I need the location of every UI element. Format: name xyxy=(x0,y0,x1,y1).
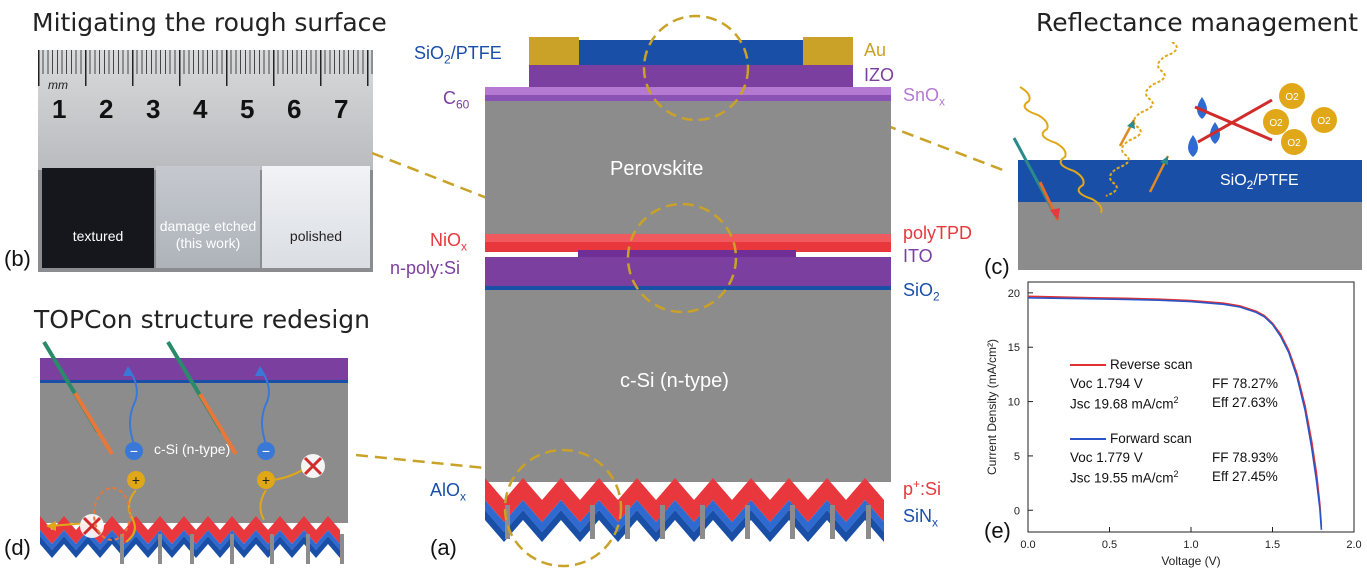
rear-contact-finger xyxy=(625,505,630,539)
panel-label-c: (c) xyxy=(984,254,1010,279)
ruler-numbers: 1 2 3 4 5 6 7 xyxy=(38,94,373,134)
sample-polished xyxy=(262,166,370,268)
electron-minus: − xyxy=(130,443,138,459)
legend-forward-name: Forward scan xyxy=(1110,431,1192,446)
topcon-diagram: − − + + c-Si (n-type) xyxy=(40,340,348,564)
legend-reverse-ff: FF 78.27% xyxy=(1212,376,1279,391)
sample-label-this-work: (this work) xyxy=(175,235,241,251)
rear-contact-finger xyxy=(230,534,234,564)
sample-photo: mm 1 2 3 4 5 6 7 textured damage etched (this … xyxy=(38,50,373,272)
ruler-number: 4 xyxy=(193,94,208,124)
y-tick-label: 10 xyxy=(1008,397,1020,409)
legend-forward-ff: FF 78.93% xyxy=(1212,450,1279,465)
rear-contact-finger xyxy=(190,534,194,564)
label-sio2: SiO2 xyxy=(903,280,940,304)
legend-swatch-forward xyxy=(1070,438,1106,440)
sample-textured xyxy=(42,168,154,268)
y-tick-label: 15 xyxy=(1008,342,1020,354)
reflectance-diagram: O2 O2 O2 O2 xyxy=(1012,42,1362,270)
label-alox: AlOx xyxy=(430,480,467,504)
layer-csi: c-Si (n-type) xyxy=(620,370,729,392)
blocked-x-icon xyxy=(80,514,104,538)
rear-contact-finger xyxy=(745,505,750,539)
x-tick-label: 1.5 xyxy=(1265,539,1280,551)
x-axis-label: Voltage (V) xyxy=(1161,554,1220,568)
series-line-reverse-scan xyxy=(1027,295,1323,527)
legend-reverse-jsc: Jsc 19.68 mA/cm2 xyxy=(1070,395,1179,412)
blocked-x-icon xyxy=(301,454,325,478)
panel-label-b: (b) xyxy=(4,246,31,271)
rear-contact-finger xyxy=(866,505,871,539)
electron-minus: − xyxy=(262,443,270,459)
label-au: Au xyxy=(864,40,887,60)
ruler-number: 7 xyxy=(334,94,349,124)
rear-contact-finger xyxy=(306,534,310,564)
ruler-number: 6 xyxy=(287,94,302,124)
title-rough-surface: Mitigating the rough surface xyxy=(32,8,387,37)
y-tick-label: 20 xyxy=(1008,288,1020,300)
series-line-forward-scan xyxy=(1027,297,1323,530)
legend-reverse-name: Reverse scan xyxy=(1110,357,1193,372)
o2-label: O2 xyxy=(1285,92,1299,103)
panel-label-d: (d) xyxy=(4,535,31,560)
o2-label: O2 xyxy=(1317,116,1331,127)
label-p-si: p+:Si xyxy=(903,477,942,499)
rear-contact-finger xyxy=(590,505,595,539)
ruler-number: 5 xyxy=(240,94,255,124)
sample-label-damage-etched: damage etched xyxy=(159,218,257,234)
rear-contact-finger xyxy=(158,534,162,564)
title-reflectance: Reflectance management xyxy=(1036,8,1359,37)
label-snox: SnOx xyxy=(903,85,946,109)
ruler-unit: mm xyxy=(48,78,68,92)
y-tick-label: 5 xyxy=(1014,451,1020,463)
label-sinx: SiNx xyxy=(903,506,939,530)
panel-label-a: (a) xyxy=(430,535,457,560)
label-c60: C60 xyxy=(443,88,470,112)
hole-plus: + xyxy=(262,472,270,488)
rear-contact-finger xyxy=(270,534,274,564)
ruler-number: 2 xyxy=(99,94,114,124)
x-tick-label: 2.0 xyxy=(1346,539,1361,551)
x-tick-label: 0.0 xyxy=(1020,539,1035,551)
rear-contact-finger xyxy=(340,534,344,564)
legend-forward-voc: Voc 1.779 V xyxy=(1070,450,1143,465)
label-npoly-si: n-poly:Si xyxy=(390,258,461,278)
o2-label: O2 xyxy=(1269,118,1283,129)
reflectance-layer-label: SiO2/PTFE xyxy=(1220,172,1299,193)
ruler-number: 1 xyxy=(52,94,67,124)
legend-reverse-voc: Voc 1.794 V xyxy=(1070,376,1143,391)
x-tick-label: 1.0 xyxy=(1183,539,1198,551)
rear-contact-finger xyxy=(700,505,705,539)
layer-perovskite: Perovskite xyxy=(610,158,704,180)
legend-reverse-eff: Eff 27.63% xyxy=(1212,395,1278,410)
label-polytpd: polyTPD xyxy=(903,223,973,243)
rear-contact-finger xyxy=(505,505,510,539)
o2-label: O2 xyxy=(1287,138,1301,149)
title-topcon: TOPCon structure redesign xyxy=(34,305,371,334)
legend-swatch-reverse xyxy=(1070,364,1106,366)
rear-contact-finger xyxy=(660,505,665,539)
ruler-number: 3 xyxy=(146,94,161,124)
rear-contact-finger xyxy=(790,505,795,539)
label-sio2-ptfe: SiO2/PTFE xyxy=(414,43,502,67)
sample-label-textured: textured xyxy=(72,228,124,244)
rear-contact-finger xyxy=(120,534,124,564)
ruler: mm 1 2 3 4 5 6 7 xyxy=(38,50,373,170)
panel-label-e: (e) xyxy=(984,518,1011,543)
label-niox: NiOx xyxy=(430,230,467,254)
sample-label-polished: polished xyxy=(289,228,343,244)
legend-forward-jsc: Jsc 19.55 mA/cm2 xyxy=(1070,469,1179,486)
legend-forward-eff: Eff 27.45% xyxy=(1212,469,1278,484)
rear-contact-finger xyxy=(830,505,835,539)
hole-plus: + xyxy=(132,472,140,488)
label-ito: ITO xyxy=(903,246,933,266)
y-axis-label: Current Density (mA/cm²) xyxy=(985,339,999,475)
y-tick-label: 0 xyxy=(1014,505,1020,517)
sample-damage-etched xyxy=(156,166,260,268)
x-tick-label: 0.5 xyxy=(1102,539,1117,551)
label-izo: IZO xyxy=(864,65,894,85)
topcon-csi-label: c-Si (n-type) xyxy=(154,441,230,457)
